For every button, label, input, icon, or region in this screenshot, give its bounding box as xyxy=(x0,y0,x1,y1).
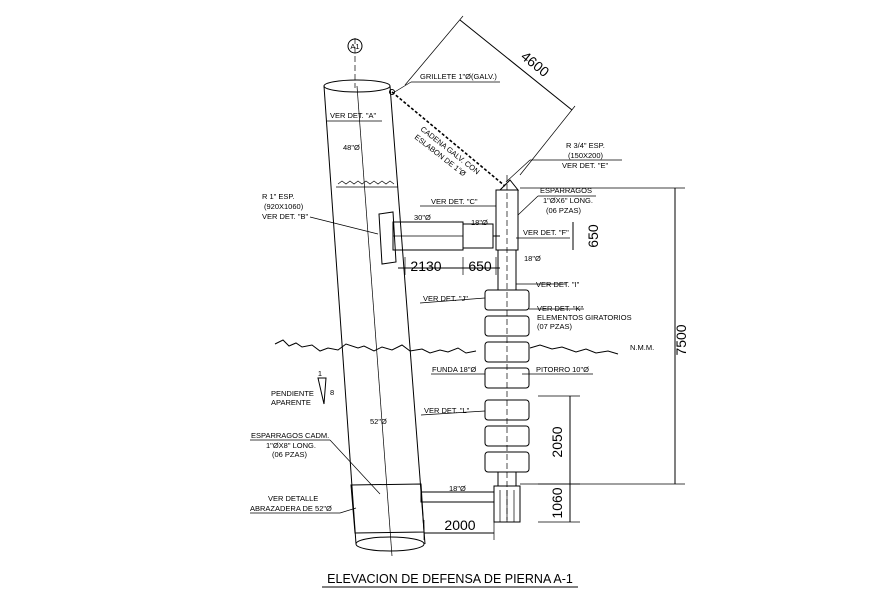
bottom-horizontal-value: 2000 xyxy=(444,517,475,533)
nmm-label: N.M.M. xyxy=(630,343,654,352)
horizontal-right-value: 650 xyxy=(468,258,492,274)
pendiente-line2: APARENTE xyxy=(271,398,311,407)
upper-offset-value: 650 xyxy=(585,224,601,248)
water-line xyxy=(274,339,619,355)
bottom-height-value: 1060 xyxy=(549,487,565,518)
placa-e-line1: R 3/4" ESP. xyxy=(566,141,605,150)
placa-b-line3: VER DET. "B" xyxy=(262,212,309,221)
pendiente-line1: PENDIENTE xyxy=(271,389,314,398)
pipe-48-label: 48"Ø xyxy=(343,143,360,152)
esp-cadm-line2: 1"ØX8" LONG. xyxy=(266,441,316,450)
esp-cadm-line1: ESPARRAGOS CADM. xyxy=(251,431,329,440)
bottom-strut xyxy=(420,491,495,503)
pitorro-label: PITORRO 10"Ø xyxy=(536,365,589,374)
funda-label: FUNDA 18"Ø xyxy=(432,365,477,374)
placa-b-line2: (920X1060) xyxy=(264,202,304,211)
chain xyxy=(389,89,506,187)
esparragos-line2: 1"ØX6" LONG. xyxy=(543,196,593,205)
pipe-52-label: 52"Ø xyxy=(370,417,387,426)
drawing-title-text: ELEVACION DE DEFENSA DE PIERNA A-1 xyxy=(327,572,573,586)
vertical-dimensions: 7500 650 2050 1060 xyxy=(520,187,689,523)
annotations: GRILLETE 1"Ø(GALV.) CADENA GALV. CON ESL… xyxy=(250,72,654,513)
main-pile xyxy=(323,79,426,557)
mid-height-value: 2050 xyxy=(549,426,565,457)
esparragos-line1: ESPARRAGOS xyxy=(540,186,592,195)
placa-e-line2: (150X200) xyxy=(568,151,604,160)
drawing-title: ELEVACION DE DEFENSA DE PIERNA A-1 xyxy=(322,572,578,588)
ver-det-j-label: VER DET. "J" xyxy=(423,294,468,303)
axis-marker: A1 xyxy=(347,38,363,88)
ver-detalle-line1: VER DETALLE xyxy=(268,494,318,503)
placa-b-line1: R 1" ESP. xyxy=(262,192,295,201)
horizontal-dimensions: 2130 650 2000 xyxy=(398,257,500,540)
pipe-18c-label: 18"Ø xyxy=(449,484,466,493)
cable-dimension-value: 4600 xyxy=(518,48,552,80)
ver-det-i-label: VER DET. "I" xyxy=(536,280,580,289)
elementos-line1: ELEMENTOS GIRATORIOS xyxy=(537,313,632,322)
upper-strut xyxy=(378,211,500,265)
ver-det-l-label: VER DET. "L" xyxy=(424,406,470,415)
slope-indicator: 1 8 xyxy=(317,369,334,405)
ver-det-c-label: VER DET. "C" xyxy=(431,197,478,206)
vertical-post xyxy=(484,175,530,523)
slope-rise: 1 xyxy=(318,369,322,378)
horizontal-left-value: 2130 xyxy=(410,258,441,274)
elementos-line2: (07 PZAS) xyxy=(537,322,573,331)
overall-height-value: 7500 xyxy=(673,324,689,355)
placa-e-line3: VER DET. "E" xyxy=(562,161,609,170)
ver-det-k-label: VER DET. "K" xyxy=(537,304,584,313)
grillete-label: GRILLETE 1"Ø(GALV.) xyxy=(420,72,497,81)
pipe-18a-label: 18"Ø xyxy=(471,218,488,227)
esp-cadm-line3: (06 PZAS) xyxy=(272,450,308,459)
ver-det-a-label: VER DET. "A" xyxy=(330,111,377,120)
pipe-30-label: 30"Ø xyxy=(414,213,431,222)
slope-run: 8 xyxy=(330,388,334,397)
ver-det-f-label: VER DET. "F" xyxy=(523,228,569,237)
axis-marker-label: A1 xyxy=(350,42,359,51)
leader-lines xyxy=(250,81,622,514)
ver-detalle-line2: ABRAZADERA DE 52"Ø xyxy=(250,504,332,513)
pipe-18b-label: 18"Ø xyxy=(524,254,541,263)
esparragos-line3: (06 PZAS) xyxy=(546,206,582,215)
